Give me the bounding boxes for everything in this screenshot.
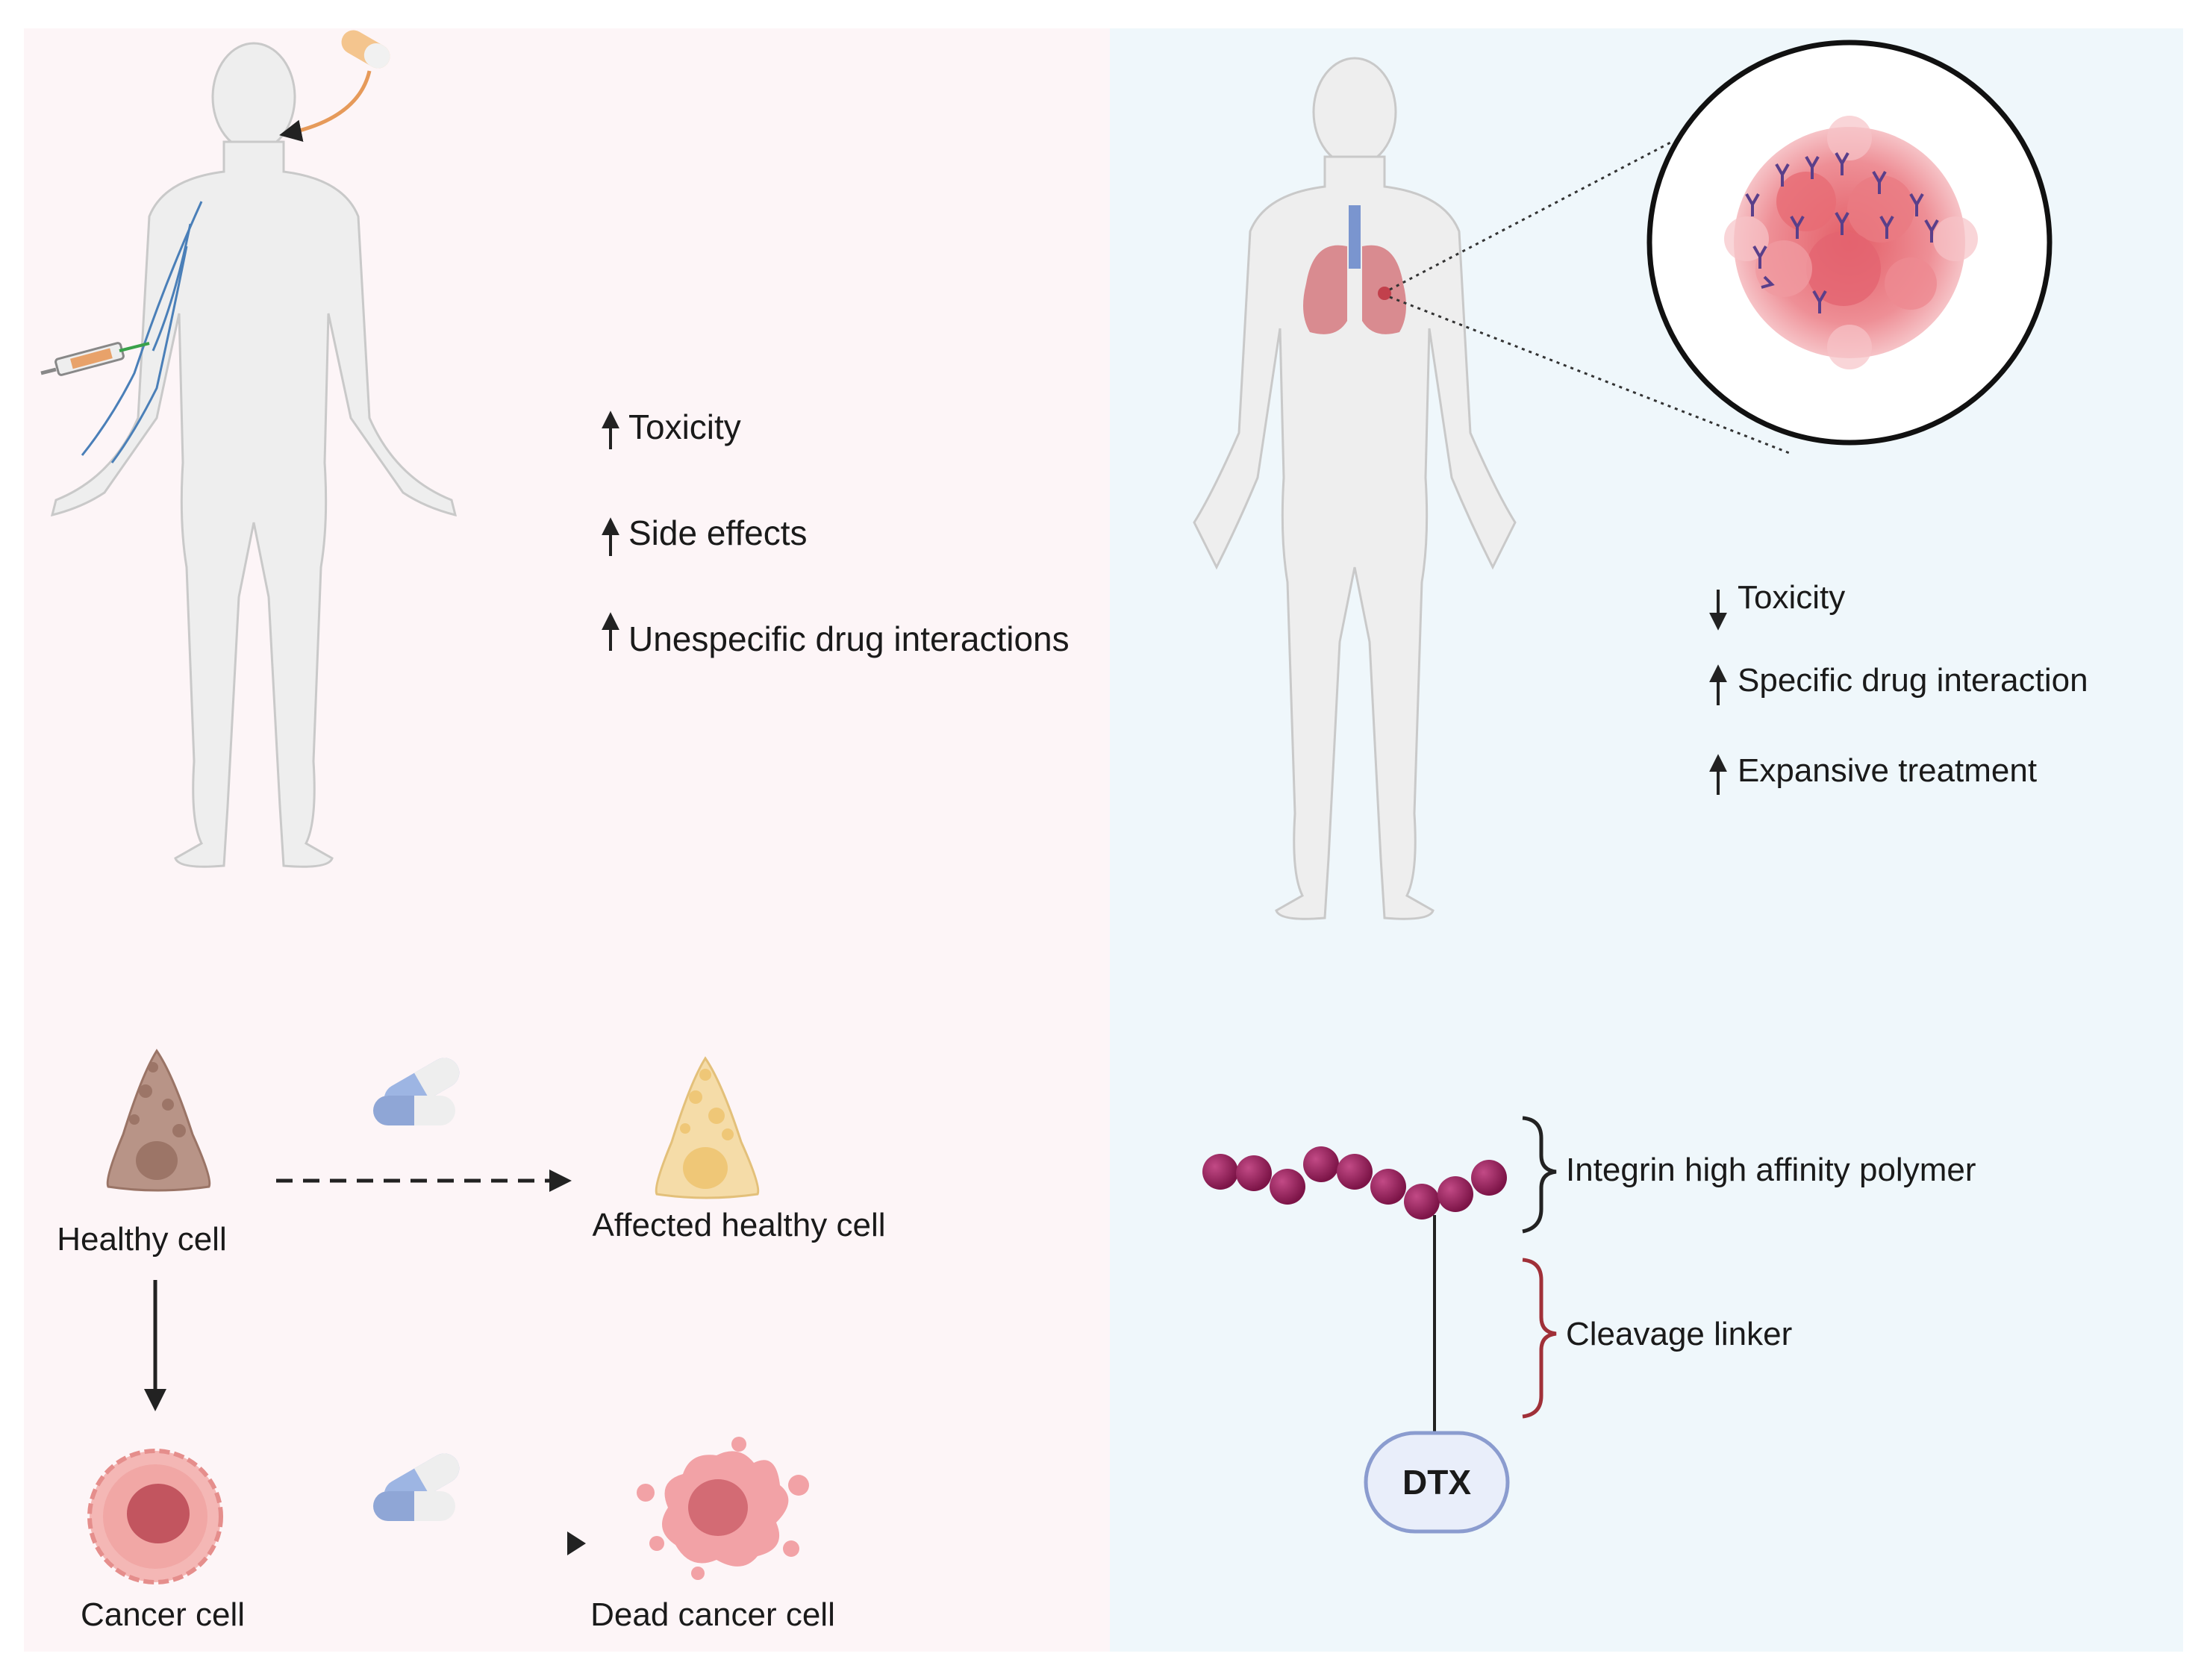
left-effect-label: Toxicity	[628, 407, 741, 446]
lungs-icon	[1303, 205, 1406, 334]
polymer-drug-conjugate: DTX	[1202, 1146, 1510, 1534]
cancer-cell-icon	[87, 1449, 223, 1584]
polymer-brace	[1522, 1116, 1557, 1234]
healthy-cell-icon	[106, 1049, 211, 1192]
right-effect-label: Toxicity	[1738, 579, 1845, 616]
dead-cancer-cell-icon	[637, 1437, 809, 1580]
capsule-icon-2	[373, 1453, 460, 1521]
cancer-cell-label: Cancer cell	[81, 1596, 245, 1633]
left-effect-unspecific: Unespecific drug interactions	[602, 612, 1070, 658]
left-effect-toxicity: Toxicity	[602, 407, 741, 449]
polymer-label: Integrin high affinity polymer	[1566, 1152, 1976, 1188]
affected-healthy-cell-label: Affected healthy cell	[593, 1207, 886, 1243]
polymer-chain	[1202, 1146, 1507, 1220]
right-effect-label: Expansive treatment	[1738, 752, 2037, 789]
antibody-icons	[1745, 152, 1939, 313]
affected-healthy-cell-icon	[655, 1056, 760, 1199]
right-effect-label: Specific drug interaction	[1738, 662, 2088, 699]
zoom-line-bottom	[1389, 296, 1792, 455]
solid-arrow-head	[567, 1531, 586, 1555]
linker-brace	[1522, 1258, 1557, 1419]
tumor-zoom-circle	[1646, 40, 2053, 446]
healthy-cell-label: Healthy cell	[57, 1221, 226, 1258]
left-human-figure	[50, 42, 458, 868]
left-effect-label: Side effects	[628, 513, 808, 552]
drug-label: DTX	[1402, 1463, 1471, 1502]
syringe-icon	[40, 342, 150, 376]
right-effect-specific: Specific drug interaction	[1709, 662, 2088, 705]
pill-icon	[341, 30, 390, 69]
right-human-figure	[1193, 57, 1517, 920]
linker-label: Cleavage linker	[1566, 1316, 1792, 1352]
capsule-icon	[373, 1058, 460, 1125]
drug-node: DTX	[1364, 1431, 1510, 1534]
left-effect-side-effects: Side effects	[602, 513, 808, 556]
right-effect-expansive: Expansive treatment	[1709, 752, 2037, 795]
left-effect-label: Unespecific drug interactions	[628, 619, 1070, 658]
right-effect-toxicity: Toxicity	[1709, 579, 1845, 631]
dead-cancer-cell-label: Dead cancer cell	[590, 1596, 835, 1633]
left-effects-list: Toxicity Side effects Unespecific drug i…	[602, 407, 1070, 658]
zoom-line-top	[1389, 140, 1673, 291]
pill-to-mouth-arrow	[279, 70, 372, 142]
right-effects-list: Toxicity Specific drug interaction Expan…	[1709, 579, 2088, 795]
